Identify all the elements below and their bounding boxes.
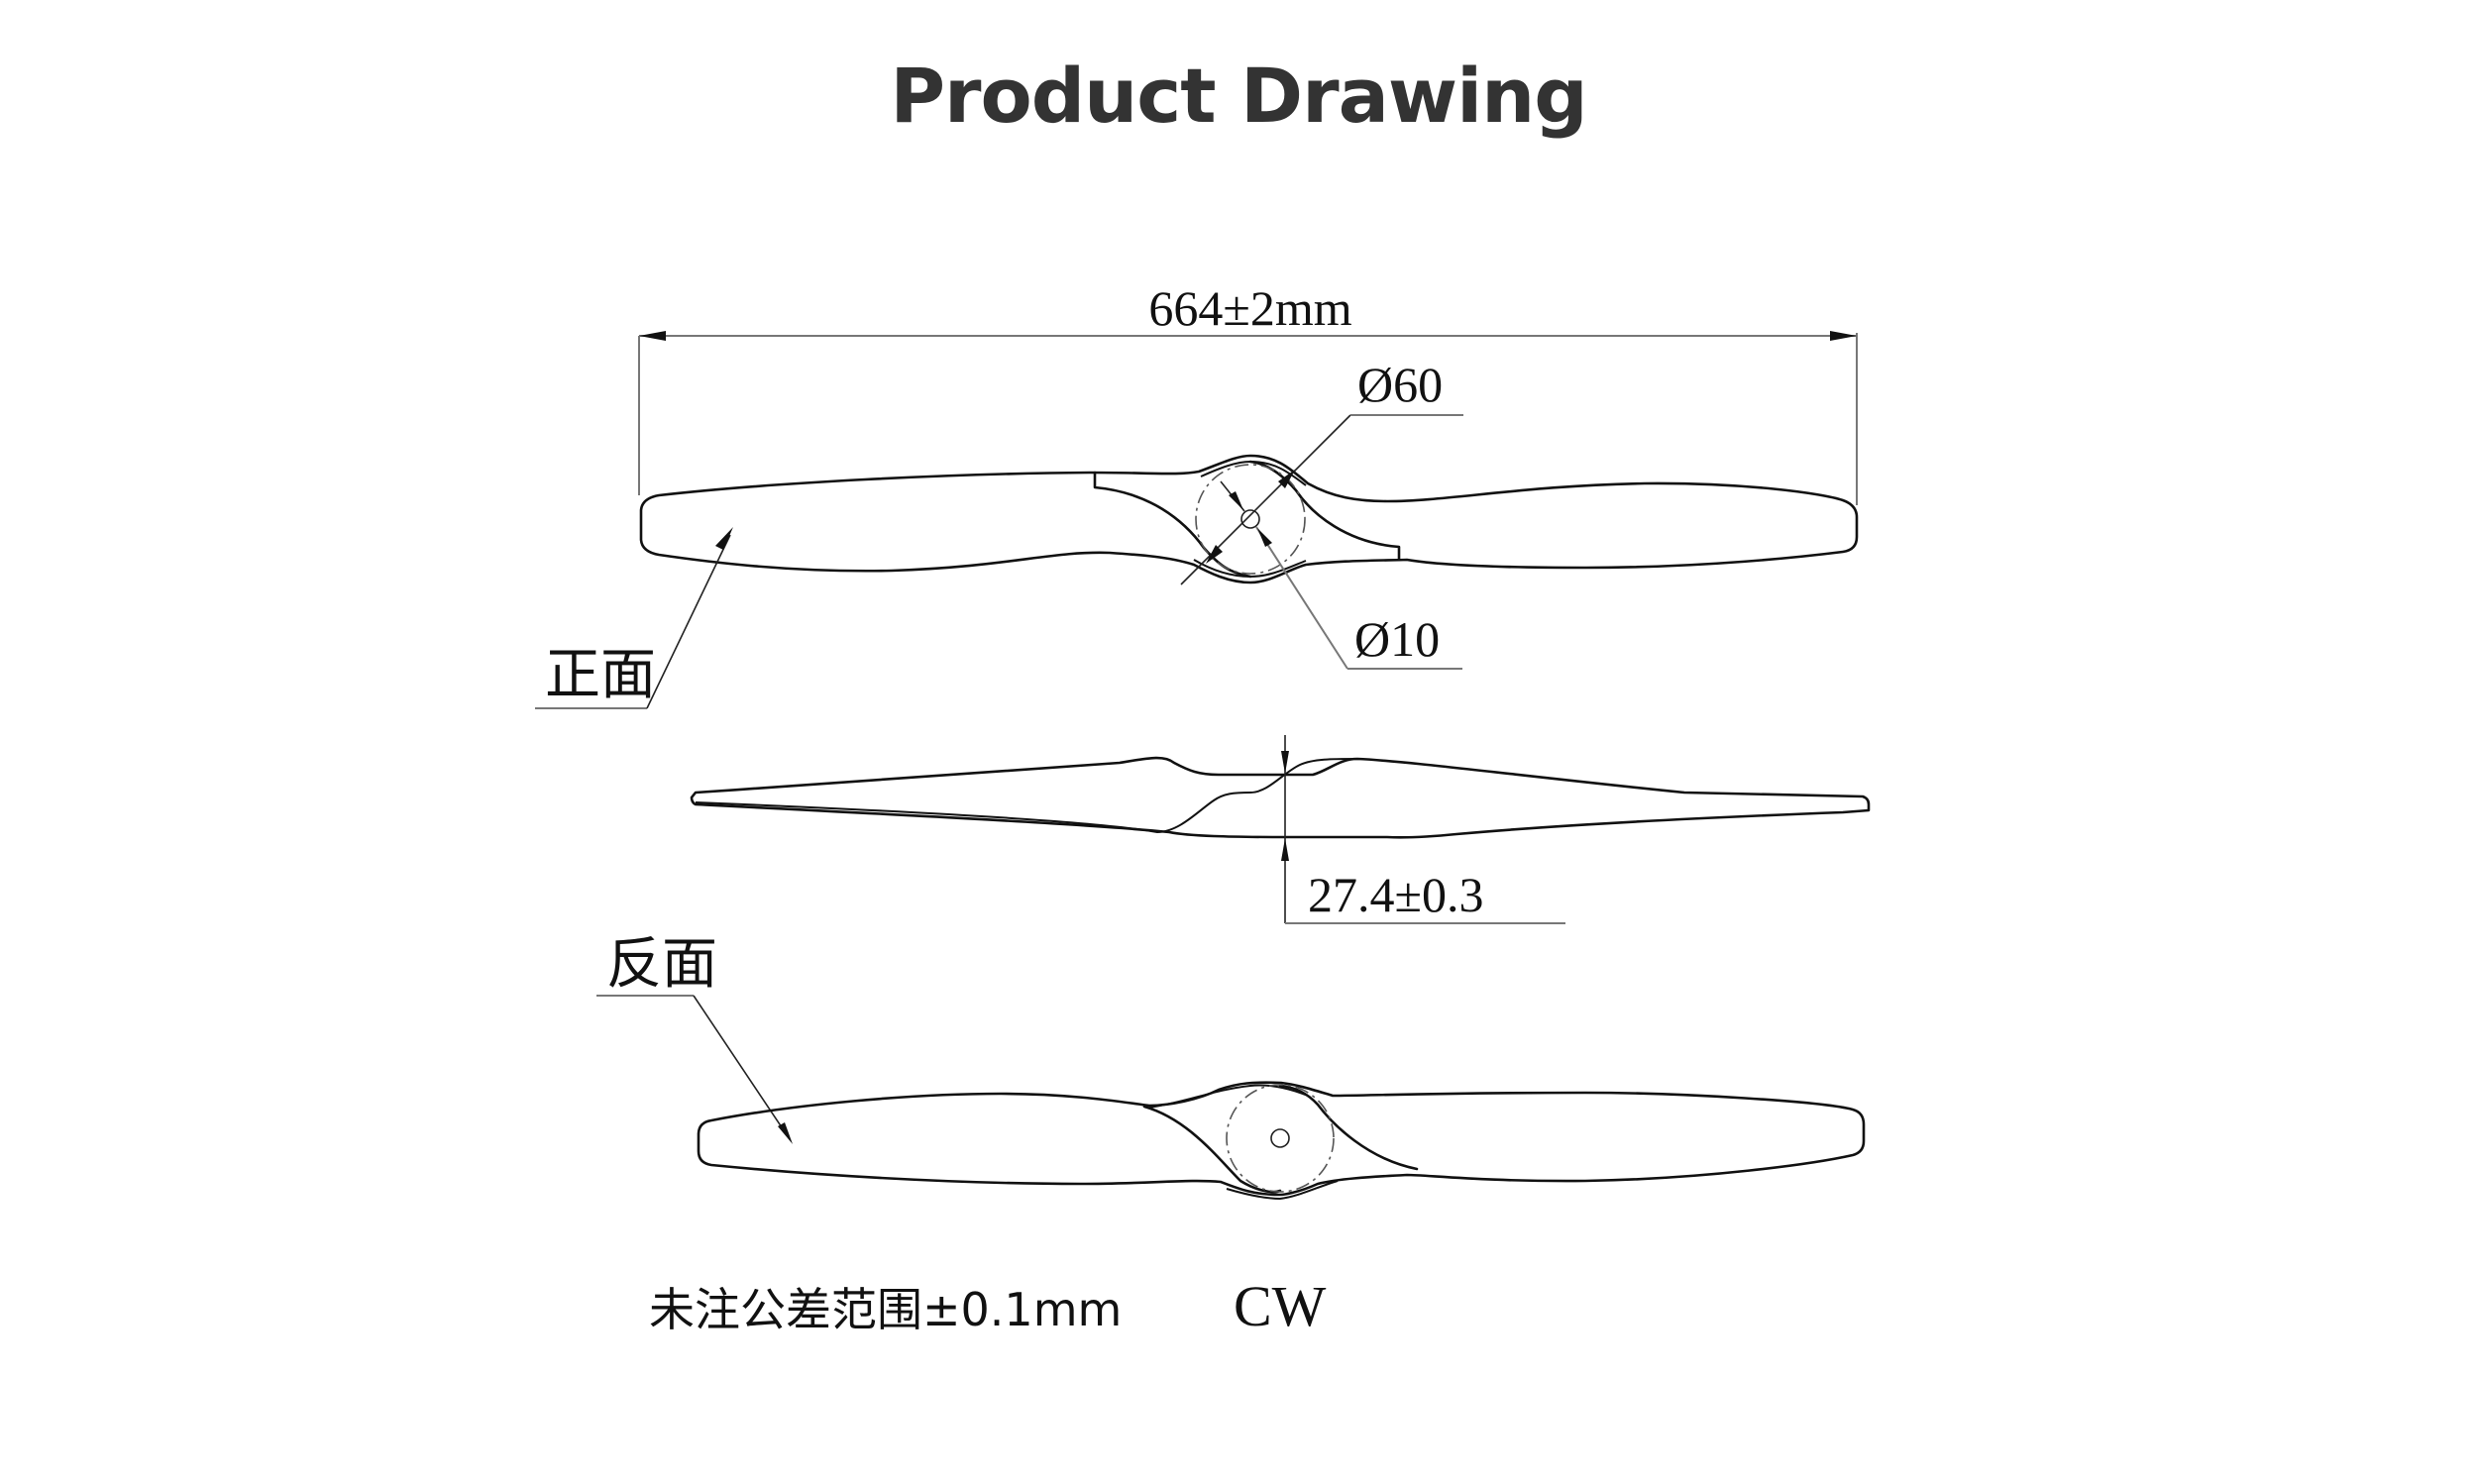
hub-thickness-label: 27.4±0.3 <box>1308 867 1483 922</box>
hub-diameter-dimension: Ø60 <box>1180 357 1463 585</box>
side-view: 27.4±0.3 <box>690 735 1871 924</box>
page-title: Product Drawing <box>890 52 1587 140</box>
side-propeller-outline <box>690 756 1871 839</box>
front-propeller-outline <box>639 454 1859 584</box>
tolerance-note: 未注公差范围±0.1mm <box>649 1283 1122 1336</box>
front-face-label: 正面 <box>545 643 656 707</box>
shaft-hole-dimension: Ø10 <box>1220 480 1462 670</box>
hub-diameter-label: Ø60 <box>1357 357 1443 412</box>
hub-thickness-dimension: 27.4±0.3 <box>1281 735 1565 924</box>
shaft-hole-label: Ø10 <box>1354 611 1440 667</box>
overall-length-dimension: 664±2mm <box>638 280 1858 505</box>
back-hub-circle <box>1226 1084 1335 1193</box>
front-view: 664±2mm Ø60 Ø10 <box>535 280 1859 709</box>
back-shaft-hole-circle <box>1270 1128 1290 1148</box>
back-face-label: 反面 <box>606 932 717 997</box>
rotation-direction-label: CW <box>1234 1274 1327 1338</box>
overall-length-label: 664±2mm <box>1148 280 1351 336</box>
hub-diameter-circle <box>1195 464 1306 575</box>
shaft-hole-circle <box>1240 509 1260 529</box>
back-propeller-outline <box>697 1081 1866 1197</box>
drawing-notes: 未注公差范围±0.1mm CW <box>649 1274 1327 1338</box>
back-view: 反面 <box>596 932 1866 1201</box>
back-face-callout: 反面 <box>596 932 793 1144</box>
front-face-callout: 正面 <box>535 527 733 709</box>
